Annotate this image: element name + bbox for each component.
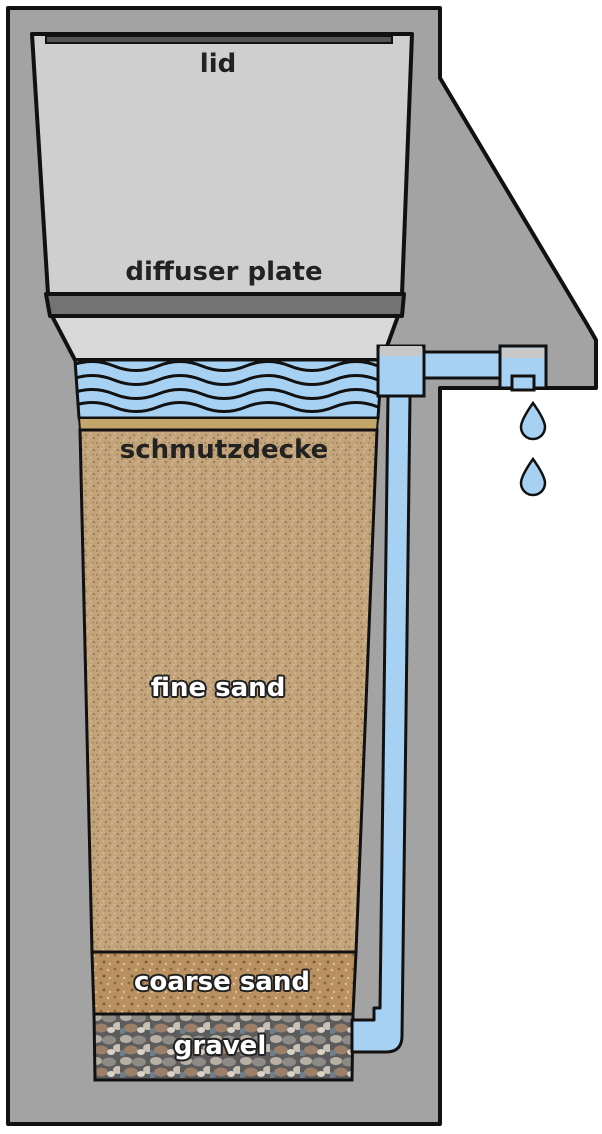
outlet-pipe xyxy=(350,344,548,1054)
water-chamber xyxy=(50,314,400,362)
schmutzdecke-label: schmutzdecke xyxy=(119,435,329,465)
diffuser-plate-label: diffuser plate xyxy=(125,257,323,287)
diffuser-plate xyxy=(44,292,406,318)
lid-handle xyxy=(45,35,393,44)
schmutzdecke-layer xyxy=(77,417,380,431)
gravel-layer xyxy=(92,1012,355,1082)
coarse-sand-label: coarse sand xyxy=(134,967,310,997)
gravel-label: gravel xyxy=(173,1031,267,1061)
water-drop-icon xyxy=(519,400,547,441)
lid-label: lid xyxy=(199,49,237,79)
supernatant-water xyxy=(73,358,384,420)
fine-sand-label: fine sand xyxy=(150,673,286,703)
water-drop-icon xyxy=(519,456,547,497)
